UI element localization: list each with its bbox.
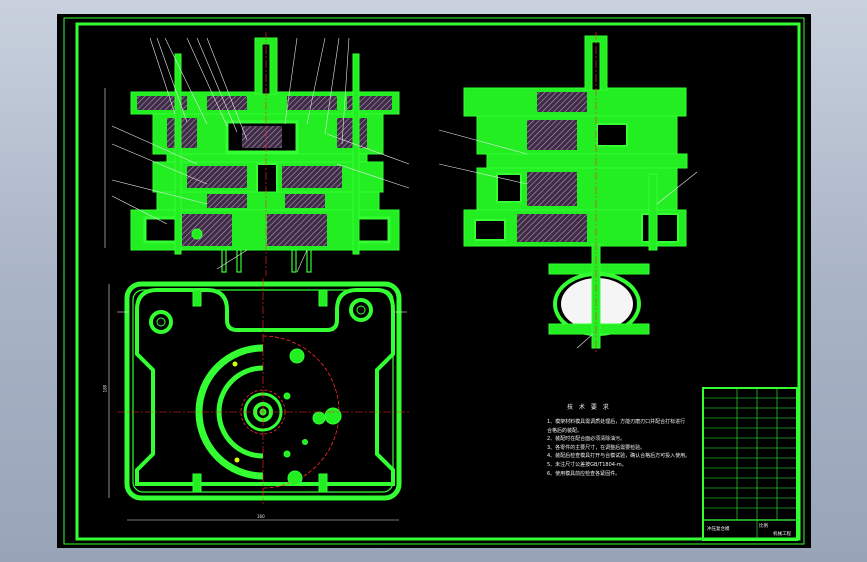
title-block-name: 冲压复合模 [707,527,730,532]
dimension-width: 160 [257,514,265,519]
title-block-scale: 比例 [759,524,768,529]
cad-drawing [63,17,805,545]
notes-list: 1、模架材料模具需调质处理后，方能刃磨刃口并配合打标进行 合格后的装配。 2、装… [547,418,690,478]
note-item-2: 合格后的装配。 [547,427,583,434]
note-item-7: 6、使用模具前应检查各紧固件。 [547,470,621,477]
note-item-3: 2、装配时在配合面必须清除油污。 [547,436,626,443]
note-item-6: 5、未注尺寸公差按GB/T1804-m。 [547,461,627,468]
notes-title: 技 术 要 求 [567,404,611,411]
dimension-height: 180 [102,384,108,393]
inner-border [75,22,801,541]
drawing-viewport[interactable]: 技 术 要 求 1、模架材料模具需调质处理后，方能刃磨刃口并配合打标进行 合格后… [57,14,811,548]
note-item-1: 1、模架材料模具需调质处理后，方能刃磨刃口并配合打标进行 [547,419,686,425]
note-item-4: 3、各零件的主要尺寸，在调整后需要检验。 [547,444,646,451]
outer-border [63,17,805,545]
title-block-dept: 机械工程 [773,532,791,537]
note-item-5: 4、装配后检查模具打开与合模试验，确认合格后方可投入使用。 [547,453,691,460]
plan-view [108,278,409,521]
front-section-view [104,32,410,276]
side-section-view [438,32,698,354]
title-block [702,387,798,541]
